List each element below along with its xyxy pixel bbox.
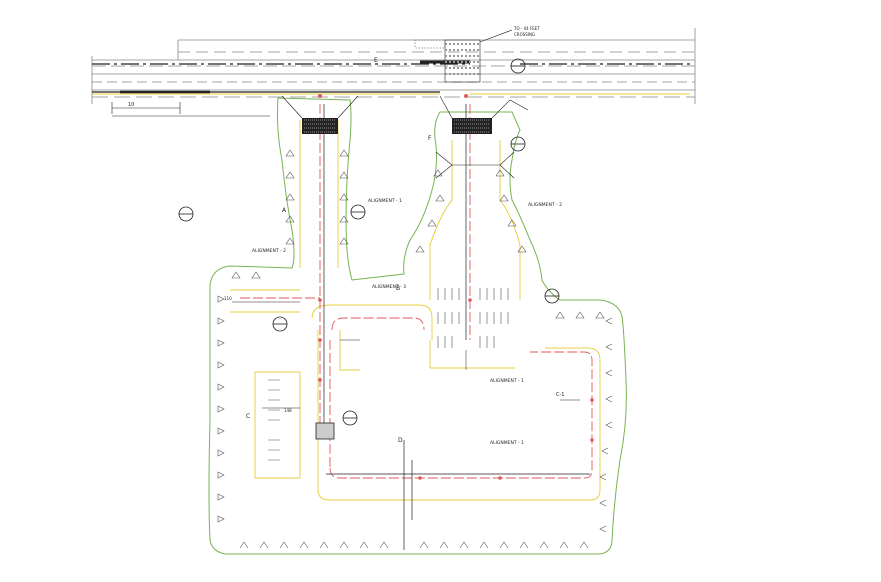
section-c-label: C bbox=[246, 413, 250, 420]
site-boundary bbox=[208, 97, 627, 555]
gate-funnels bbox=[281, 95, 529, 179]
inner-edge-lines bbox=[230, 120, 601, 501]
small-hatch-block bbox=[315, 422, 335, 440]
label-alignment-3: ALIGNMENT - 3 bbox=[372, 284, 406, 290]
highway-centerline bbox=[92, 60, 690, 94]
dim-148-label: 148 bbox=[284, 408, 292, 413]
highway-strip bbox=[91, 28, 696, 104]
junction-dots bbox=[318, 94, 594, 480]
tree-symbols bbox=[217, 149, 613, 549]
crossing-leader bbox=[479, 29, 513, 43]
crossing-note-2: CROSSING bbox=[514, 32, 535, 37]
crossing-hatch bbox=[414, 39, 481, 83]
dimension-lines bbox=[232, 301, 580, 409]
alignment-lines bbox=[240, 104, 593, 479]
label-alignment-1-bottom: ALIGNMENT - 1 bbox=[490, 440, 524, 446]
section-markers bbox=[178, 136, 560, 426]
section-f-label: F bbox=[428, 135, 432, 142]
gate-hatch-right bbox=[452, 118, 492, 134]
parking-stalls bbox=[268, 288, 509, 461]
gate-hatch-left bbox=[302, 118, 338, 134]
dim-110-label: 110 bbox=[224, 296, 232, 301]
crossing-note-1: TO - 04 FEET bbox=[513, 26, 540, 31]
label-alignment-1-top: ALIGNMENT - 1 bbox=[368, 198, 402, 204]
label-alignment-1-mid: ALIGNMENT - 1 bbox=[490, 378, 524, 384]
road-dimension bbox=[111, 102, 270, 117]
section-a-label: A bbox=[282, 207, 287, 214]
section-b-label: B bbox=[396, 285, 400, 292]
label-alignment-2-left: ALIGNMENT - 2 bbox=[252, 248, 286, 254]
section-e-label: E bbox=[374, 57, 378, 64]
section-c2-label: C-1 bbox=[556, 392, 564, 398]
section-d-label: D bbox=[398, 437, 403, 444]
road-dim-label: 10 bbox=[128, 102, 134, 108]
center-guides bbox=[323, 104, 590, 550]
label-alignment-2-top: ALIGNMENT - 2 bbox=[528, 202, 562, 208]
